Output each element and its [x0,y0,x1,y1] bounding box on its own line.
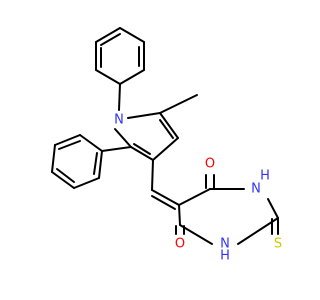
molecule-structure: N O O N H N H S [51,27,282,264]
nitrogen-atom-label: N [220,237,230,252]
hydrogen-atom-label: H [220,249,230,264]
bond-lines [51,27,279,245]
oxygen-atom-label: O [205,157,215,172]
atom-labels: N O O N H N H S [114,113,282,264]
hydrogen-atom-label: H [260,169,270,184]
nitrogen-atom-label: N [251,182,261,197]
nitrogen-atom-label: N [114,113,124,128]
oxygen-atom-label: O [175,237,185,252]
sulfur-atom-label: S [274,237,282,252]
